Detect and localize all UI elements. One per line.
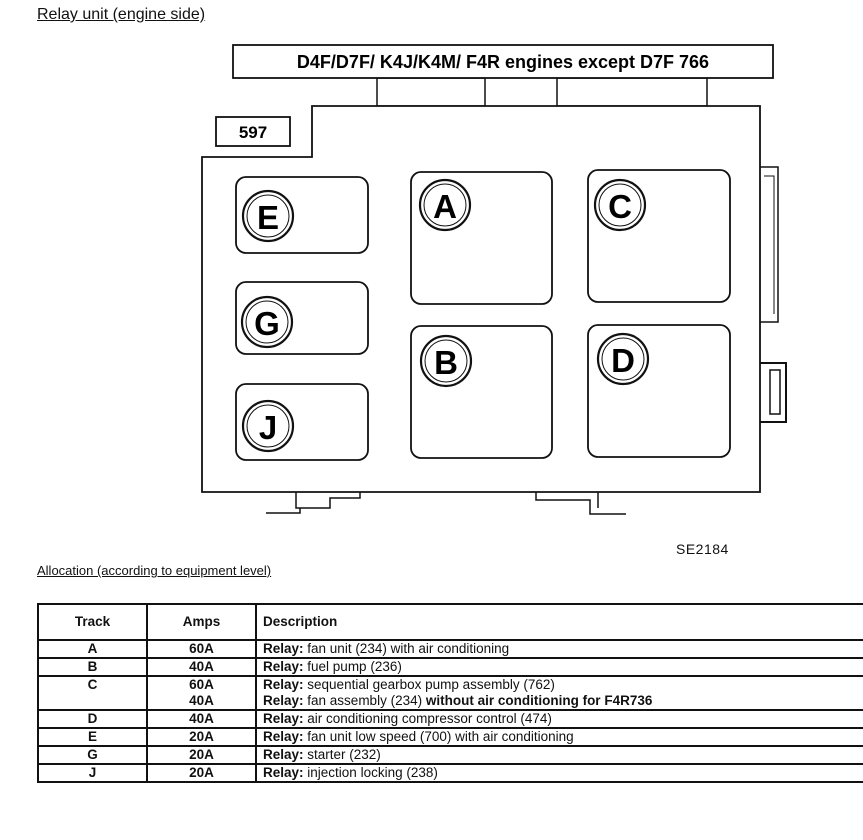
relay-label-c: C bbox=[593, 178, 647, 232]
allocation-table: Track Amps Description A 60A Relay: fan un… bbox=[37, 603, 863, 783]
amps-cell: 40A bbox=[146, 709, 257, 729]
track-cell: G bbox=[37, 745, 148, 765]
description-cell: Relay: air conditioning compressor contr… bbox=[255, 709, 863, 729]
description-cell: Relay: fuel pump (236) bbox=[255, 657, 863, 677]
relay-label-d: D bbox=[596, 332, 650, 386]
table-header-row: Track Amps Description bbox=[37, 603, 863, 641]
bottom-foot-left-tab bbox=[266, 508, 301, 514]
relay-prefix: Relay: bbox=[263, 677, 304, 692]
amps-value: 60A bbox=[189, 677, 214, 692]
relay-prefix: Relay: bbox=[263, 693, 304, 708]
bottom-foot-right bbox=[535, 492, 626, 515]
amps-cell: 20A bbox=[146, 763, 257, 783]
unit-number-box bbox=[215, 116, 291, 147]
table-row: A 60A Relay: fan unit (234) with air condi… bbox=[37, 639, 863, 659]
description-line: Relay: fan unit (234) with air condition… bbox=[263, 641, 859, 657]
description-line: Relay: fan assembly (234) without air co… bbox=[263, 693, 859, 709]
engines-label: D4F/D7F/ K4J/K4M/ F4R engines except D7F… bbox=[297, 52, 709, 72]
description-text: injection locking (238) bbox=[303, 765, 438, 780]
amps-value: 20A bbox=[189, 765, 214, 780]
description-text: starter (232) bbox=[303, 747, 381, 762]
description-text: sequential gearbox pump assembly (762) bbox=[303, 677, 555, 692]
track-cell: C bbox=[37, 675, 148, 711]
table-row: B 40A Relay: fuel pump (236) bbox=[37, 657, 863, 677]
description-line: Relay: air conditioning compressor contr… bbox=[263, 711, 859, 727]
engines-label-box bbox=[232, 44, 774, 79]
description-text: fuel pump (236) bbox=[303, 659, 402, 674]
header-description: Description bbox=[255, 603, 863, 641]
relay-label-b: B bbox=[419, 334, 473, 388]
track-cell: A bbox=[37, 639, 148, 659]
track-cell: D bbox=[37, 709, 148, 729]
svg-text:D: D bbox=[611, 342, 635, 379]
top-connector-left bbox=[376, 77, 486, 107]
relay-prefix: Relay: bbox=[263, 747, 304, 762]
description-text: fan unit (234) with air conditioning bbox=[303, 641, 510, 656]
svg-text:G: G bbox=[254, 305, 280, 342]
description-cell: Relay: sequential gearbox pump assembly … bbox=[255, 675, 863, 711]
page-title: Relay unit (engine side) bbox=[37, 6, 206, 23]
description-text: air conditioning compressor control (474… bbox=[303, 711, 552, 726]
description-bold-text: without air conditioning for F4R736 bbox=[425, 693, 653, 708]
relay-prefix: Relay: bbox=[263, 765, 304, 780]
allocation-heading: Allocation (according to equipment level… bbox=[37, 563, 272, 578]
svg-text:A: A bbox=[433, 188, 457, 225]
amps-value: 20A bbox=[189, 747, 214, 762]
relay-prefix: Relay: bbox=[263, 641, 304, 656]
svg-text:J: J bbox=[259, 409, 277, 446]
header-track: Track bbox=[37, 603, 148, 641]
track-cell: B bbox=[37, 657, 148, 677]
amps-value: 60A bbox=[189, 641, 214, 656]
relay-label-j: J bbox=[241, 399, 295, 453]
bottom-foot-left bbox=[295, 492, 361, 509]
amps-value: 20A bbox=[189, 729, 214, 744]
description-cell: Relay: starter (232) bbox=[255, 745, 863, 765]
description-line: Relay: fuel pump (236) bbox=[263, 659, 859, 675]
image-code: SE2184 bbox=[676, 541, 729, 557]
description-line: Relay: starter (232) bbox=[263, 747, 859, 763]
header-amps: Amps bbox=[146, 603, 257, 641]
description-line: Relay: fan unit low speed (700) with air… bbox=[263, 729, 859, 745]
relay-label-g: G bbox=[240, 295, 294, 349]
relay-prefix: Relay: bbox=[263, 711, 304, 726]
relay-label-a: A bbox=[418, 178, 472, 232]
svg-text:E: E bbox=[257, 199, 279, 236]
amps-value: 40A bbox=[189, 693, 214, 708]
amps-cell: 20A bbox=[146, 745, 257, 765]
track-cell: J bbox=[37, 763, 148, 783]
relay-label-e: E bbox=[241, 189, 295, 243]
svg-text:B: B bbox=[434, 344, 458, 381]
description-cell: Relay: fan unit low speed (700) with air… bbox=[255, 727, 863, 747]
table-row: J 20A Relay: injection locking (238) bbox=[37, 763, 863, 783]
description-text: fan unit low speed (700) with air condit… bbox=[303, 729, 574, 744]
relay-prefix: Relay: bbox=[263, 729, 304, 744]
top-connector-right bbox=[556, 77, 708, 107]
svg-text:C: C bbox=[608, 188, 632, 225]
right-mount-upper-inner bbox=[764, 175, 775, 314]
table-row: D 40A Relay: air conditioning compressor c… bbox=[37, 709, 863, 729]
amps-value: 40A bbox=[189, 711, 214, 726]
allocation-table-body: A 60A Relay: fan unit (234) with air condi… bbox=[37, 639, 863, 783]
right-connector-clip-inner bbox=[769, 369, 781, 415]
description-line: Relay: sequential gearbox pump assembly … bbox=[263, 677, 859, 693]
table-row: E 20A Relay: fan unit low speed (700) with… bbox=[37, 727, 863, 747]
unit-number: 597 bbox=[239, 123, 267, 142]
description-cell: Relay: fan unit (234) with air condition… bbox=[255, 639, 863, 659]
description-line: Relay: injection locking (238) bbox=[263, 765, 859, 781]
amps-cell: 60A bbox=[146, 639, 257, 659]
right-connector-clip bbox=[760, 362, 787, 423]
relay-prefix: Relay: bbox=[263, 659, 304, 674]
amps-value: 40A bbox=[189, 659, 214, 674]
right-mount-upper bbox=[760, 166, 779, 323]
amps-cell: 20A bbox=[146, 727, 257, 747]
table-row: G 20A Relay: starter (232) bbox=[37, 745, 863, 765]
relay-unit-diagram: E A C G B D J 597 D4F/D7F/ K4J/K4M/ F4R … bbox=[201, 44, 787, 515]
amps-cell: 40A bbox=[146, 657, 257, 677]
description-cell: Relay: injection locking (238) bbox=[255, 763, 863, 783]
description-text: fan assembly (234) bbox=[303, 693, 426, 708]
track-cell: E bbox=[37, 727, 148, 747]
